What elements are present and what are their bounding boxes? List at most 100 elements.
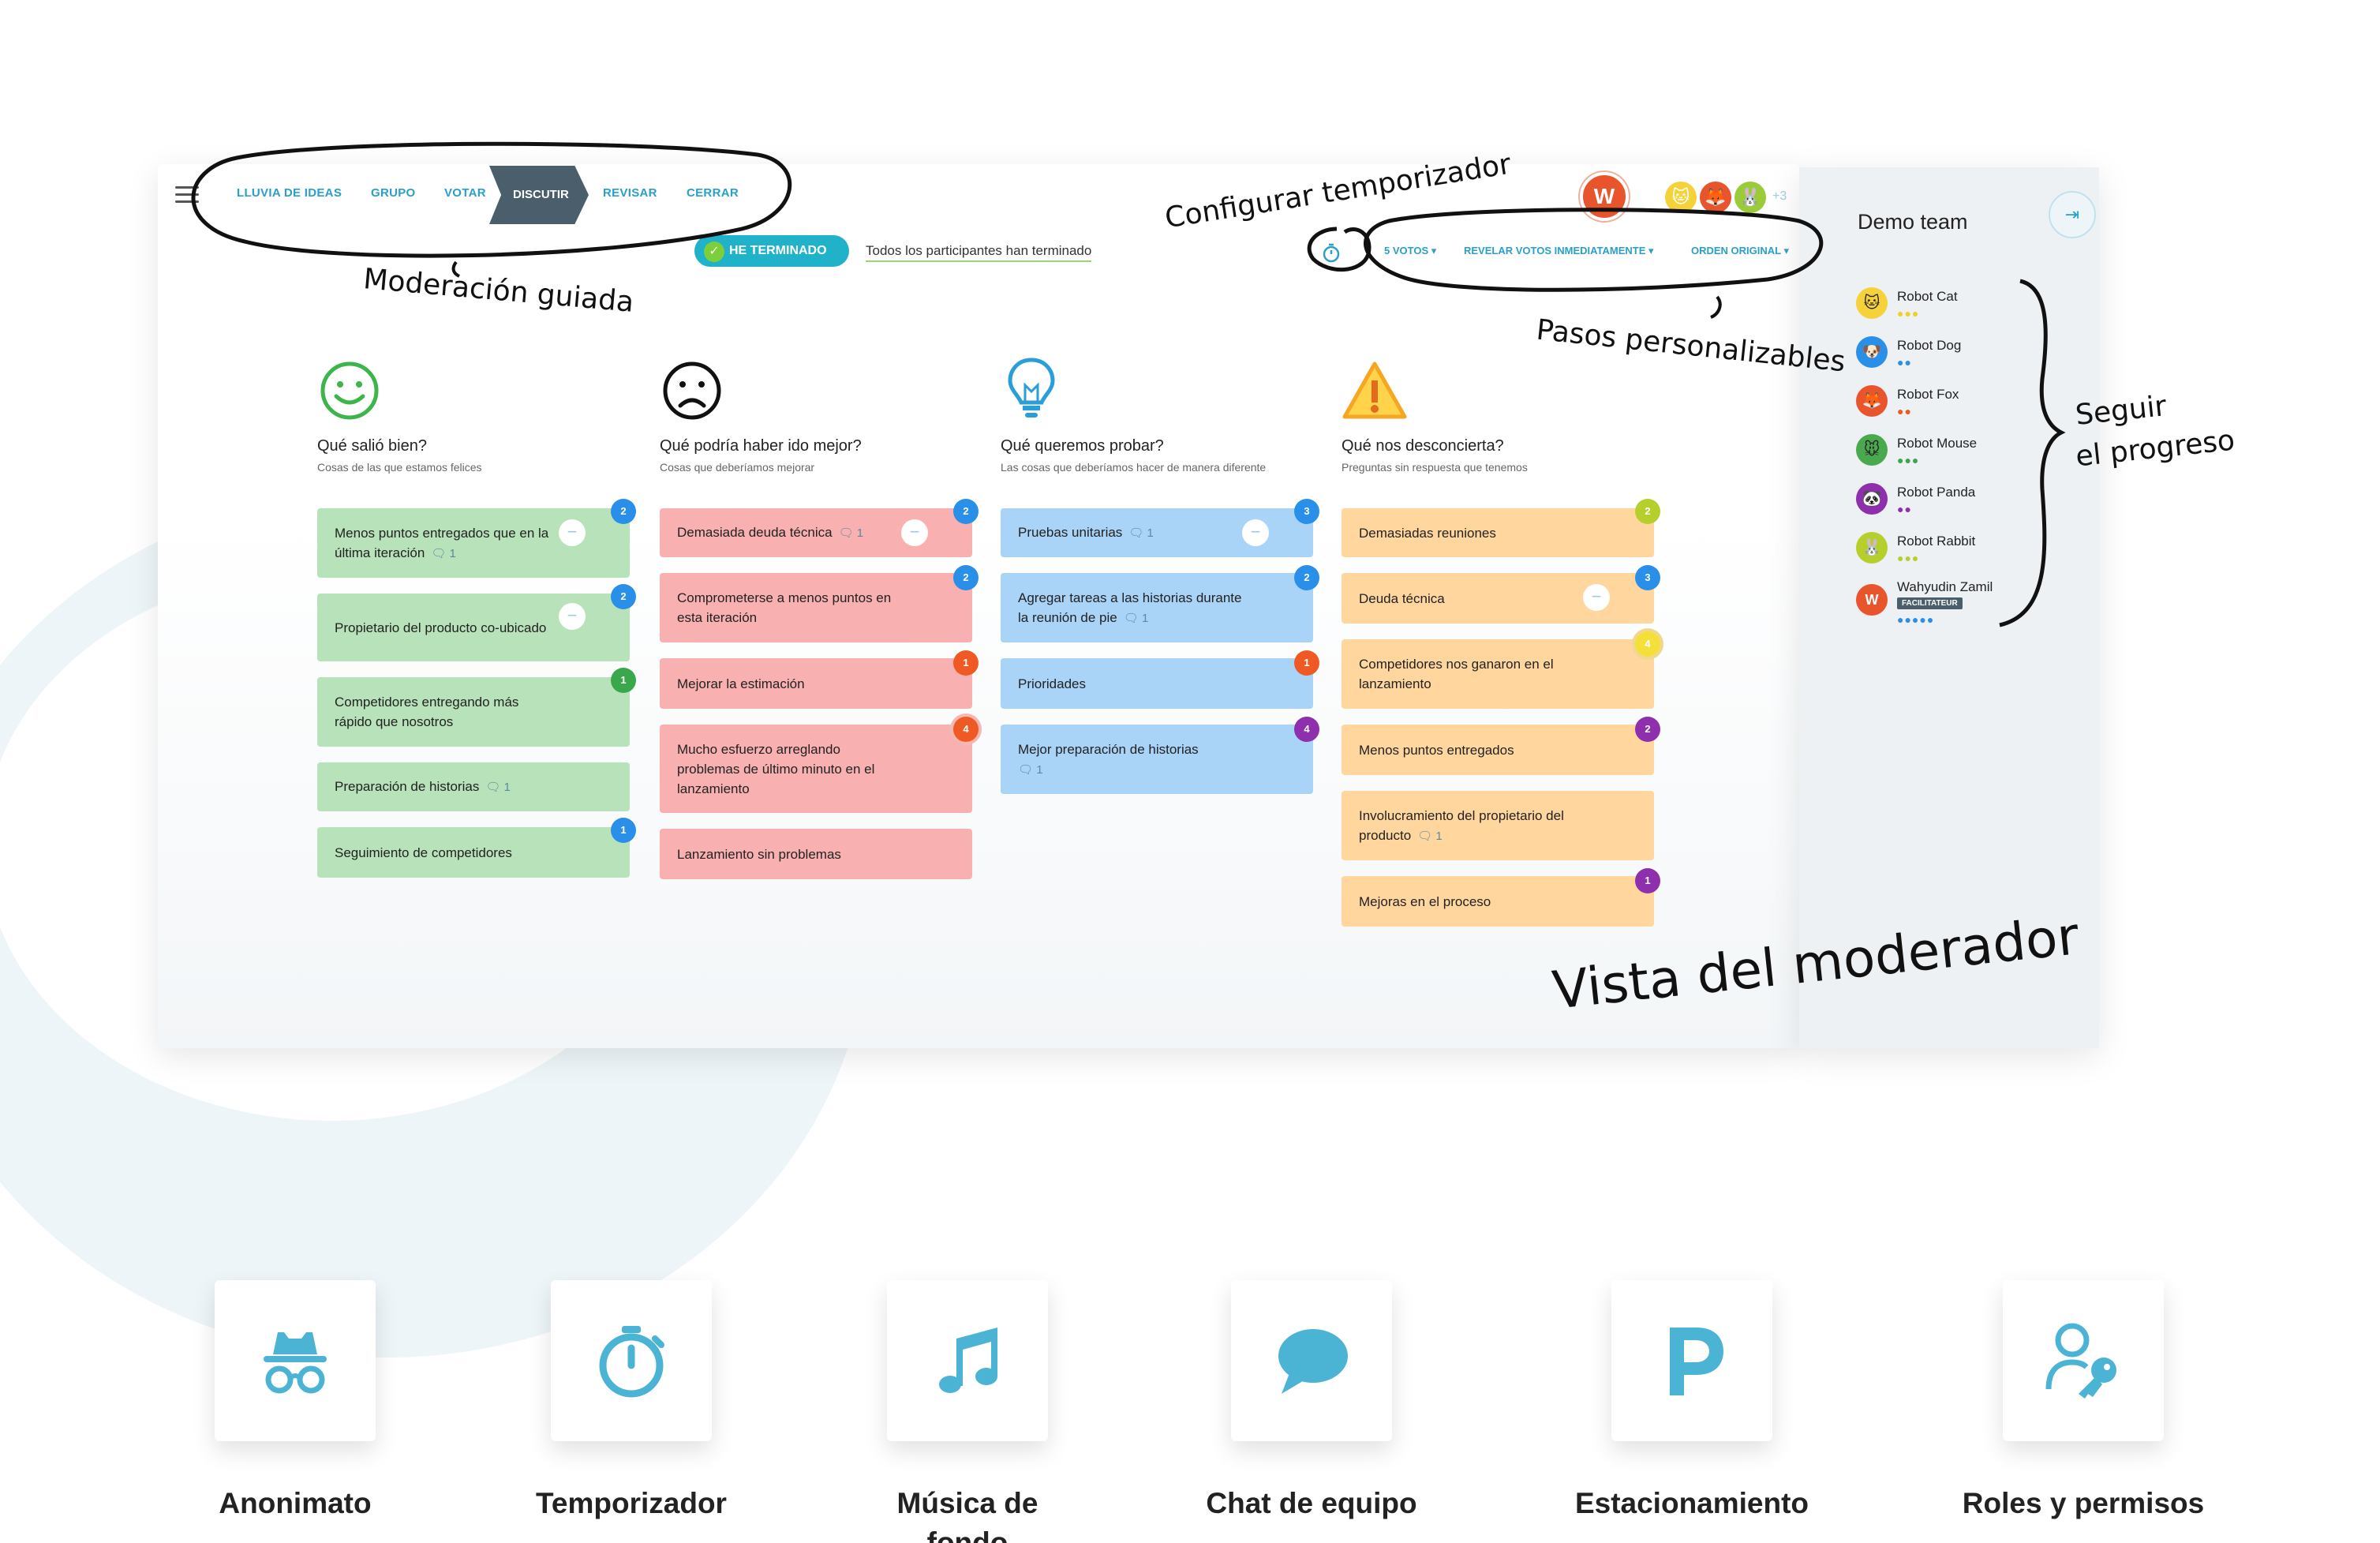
comment-count: 🗨 1 [1018,762,1043,777]
column-subtitle-puzzle: Preguntas sin respuesta que tenemos [1342,461,1528,474]
vote-badge: 2 [953,565,979,590]
card[interactable]: Menos puntos entregados [1342,725,1654,775]
vote-badge: 4 [1635,631,1660,657]
feature-tile-music [887,1280,1048,1441]
member-name: Robot Rabbit [1897,534,1976,549]
card-text: Menos puntos entregados [1359,742,1514,758]
column-title-puzzle: Qué nos desconcierta? [1342,437,1504,455]
member-name: Robot Panda [1897,485,1976,500]
remove-vote-button[interactable]: − [559,603,586,630]
card[interactable]: Preparación de historias🗨 1 [317,762,630,811]
card[interactable]: Mejor preparación de historias🗨 1 [1001,725,1313,794]
check-icon: ✓ [704,242,724,262]
vote-badge: 3 [1635,565,1660,590]
card-text: Prioridades [1018,676,1086,691]
vote-badge: 4 [1294,717,1319,742]
reveal-votes-dropdown[interactable]: REVELAR VOTOS INMEDIATAMENTE ▾ [1464,245,1654,257]
remove-vote-button[interactable]: − [901,519,928,546]
member-progress: ●●● [1897,552,1920,564]
vote-badge: 2 [611,584,636,609]
card-text: Mejor preparación de historias🗨 1 [1018,741,1199,777]
comment-count: 🗨 1 [1123,611,1149,625]
card[interactable]: Mejorar la estimación [660,658,972,709]
vote-badge: 1 [953,650,979,676]
remove-vote-button[interactable]: − [1583,584,1610,611]
timer-icon[interactable] [1319,241,1343,264]
participant-avatar-fox[interactable]: 🦊 [1700,182,1731,213]
collapse-panel-icon[interactable]: ⇥ [2049,191,2096,238]
participant-avatar-rabbit[interactable]: 🐰 [1734,182,1766,213]
vote-badge: 2 [953,499,979,524]
card[interactable]: Comprometerse a menos puntos en esta ite… [660,573,972,642]
card[interactable]: Competidores nos ganaron en el lanzamien… [1342,639,1654,709]
sad-icon [661,360,723,434]
smile-icon [319,360,380,434]
card[interactable]: Prioridades [1001,658,1313,709]
vote-badge: 2 [611,499,636,524]
member-avatar-cat: 🐱 [1856,287,1888,319]
feature-label-parking: Estacionamiento [1574,1487,1809,1519]
member-avatar-dog: 🐶 [1856,336,1888,368]
vote-badge: 3 [1294,499,1319,524]
vote-badge: 2 [1294,565,1319,590]
card-text: Agregar tareas a las historias durante l… [1018,590,1242,625]
feature-tile-chat [1231,1280,1392,1441]
member-progress: ●●● [1897,454,1920,466]
member-avatar-facilitator: W [1856,584,1888,616]
order-dropdown[interactable]: ORDEN ORIGINAL ▾ [1691,245,1790,257]
step-review[interactable]: REVISAR [603,186,657,200]
card-text: Propietario del producto co-ubicado [335,620,547,635]
card[interactable]: Mucho esfuerzo arreglando problemas de ú… [660,725,972,813]
more-participants[interactable]: +3 [1772,189,1787,203]
done-button[interactable]: ✓ HE TERMINADO [694,235,849,267]
card-text: Comprometerse a menos puntos en esta ite… [677,590,892,625]
vote-badge: 4 [953,717,979,742]
card[interactable]: Competidores entregando más rápido que n… [317,677,630,747]
column-subtitle-improve: Cosas que deberíamos mejorar [660,461,815,474]
card-text: Menos puntos entregados que en la última… [335,525,549,560]
member-name: Robot Mouse [1897,436,1978,451]
user-key-icon [2045,1323,2116,1399]
step-group[interactable]: GRUPO [371,186,416,200]
card[interactable]: Agregar tareas a las historias durante l… [1001,573,1313,642]
current-user-avatar[interactable]: W [1580,172,1629,221]
column-title-good: Qué salió bien? [317,437,427,455]
card[interactable]: Mejoras en el proceso [1342,876,1654,927]
remove-vote-button[interactable]: − [1242,519,1269,546]
member-avatar-mouse: 🐭 [1856,434,1888,466]
card[interactable]: Involucramiento del propietario del prod… [1342,791,1654,860]
stopwatch-icon [599,1326,664,1398]
parking-icon [1670,1328,1723,1395]
step-discuss[interactable]: DISCUTIR [489,166,589,224]
member-avatar-rabbit: 🐰 [1856,532,1888,564]
member-avatar-fox: 🦊 [1856,385,1888,417]
step-close[interactable]: CERRAR [687,186,739,200]
votes-dropdown[interactable]: 5 VOTOS ▾ [1384,245,1437,257]
vote-badge: 1 [1635,868,1660,893]
all-finished-link[interactable]: Todos los participantes han terminado [866,243,1092,262]
participant-avatar-cat[interactable]: 🐱 [1665,182,1697,213]
team-title: Demo team [1858,210,1968,234]
vote-badge: 1 [611,818,636,843]
comment-count: 🗨 1 [838,526,864,540]
member-name: Robot Cat [1897,289,1958,304]
comment-count: 🗨 1 [431,546,456,560]
music-note-icon [939,1328,997,1393]
feature-tile-roles [2003,1280,2164,1441]
remove-vote-button[interactable]: − [559,519,586,546]
card[interactable]: Lanzamiento sin problemas [660,829,972,879]
card[interactable]: Demasiadas reuniones [1342,508,1654,557]
vote-badge: 1 [1294,650,1319,676]
vote-badge: 2 [1635,499,1660,524]
card-text: Mejorar la estimación [677,676,805,691]
step-brainstorm[interactable]: LLUVIA DE IDEAS [237,186,342,200]
feature-label-music: Música de fondo [896,1487,1038,1543]
feature-tile-timer [551,1280,712,1441]
member-name: Robot Fox [1897,387,1959,402]
card[interactable]: Seguimiento de competidores [317,827,630,878]
member-avatar-panda: 🐼 [1856,483,1888,515]
step-vote[interactable]: VOTAR [444,186,486,200]
menu-icon[interactable] [175,186,199,204]
feature-label-anonymity: Anonimato [219,1487,372,1519]
